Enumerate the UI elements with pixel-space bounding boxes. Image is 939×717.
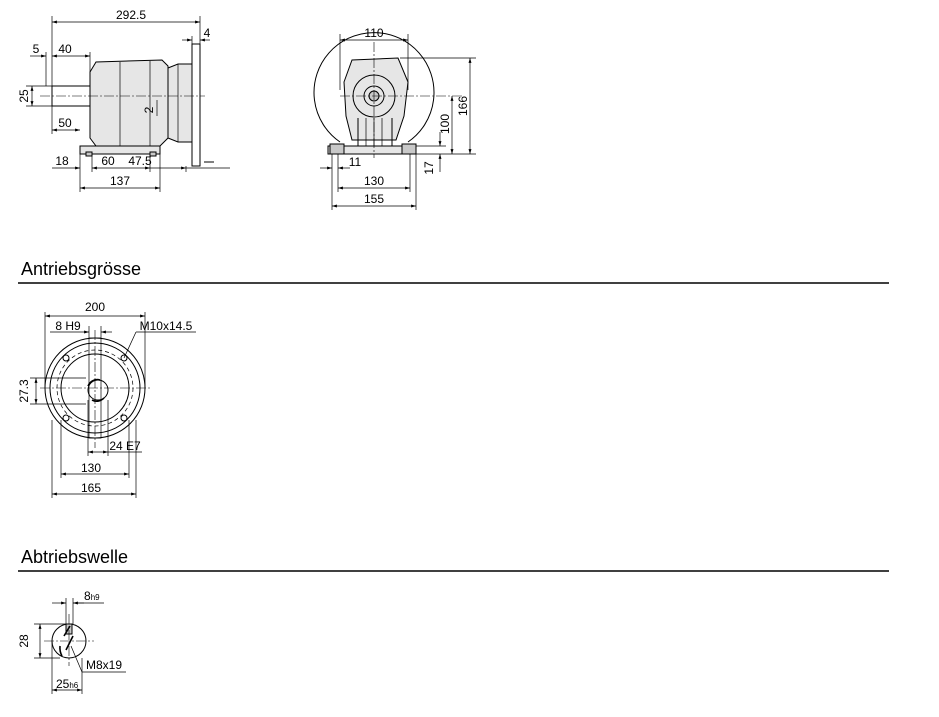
dim-bore: 24 E7 (109, 439, 141, 453)
dim-hole: 11 (349, 155, 362, 169)
dim-output-diameter: 25h6 (56, 677, 79, 691)
dim-key-height: 27.3 (17, 379, 31, 403)
section-title-input: Antriebsgrösse (21, 259, 141, 279)
dim-shaft-diameter: 25 (17, 89, 31, 103)
dim-foot-a: 60 (101, 154, 115, 168)
section-title-output: Abtriebswelle (21, 547, 128, 567)
dim-foot-thickness: 17 (422, 161, 436, 175)
dim-thread: M10x14.5 (140, 319, 193, 333)
bolt-hole (120, 354, 128, 362)
dim-foot-total: 137 (110, 174, 130, 188)
bolt-hole (62, 414, 70, 422)
dim-foot-b: 47.5 (128, 154, 152, 168)
bolt-hole (120, 414, 128, 422)
dim-flange-thickness: 4 (204, 26, 211, 40)
output-flange (191, 43, 201, 167)
dim-shaft-length: 40 (58, 42, 72, 56)
front-view: 110 166 100 17 11 130 155 (313, 26, 476, 210)
dim-output-height: 28 (17, 634, 31, 648)
bolt-hole (62, 354, 70, 362)
dim-foot-edge: 18 (55, 154, 69, 168)
dim-foot-width: 155 (364, 192, 384, 206)
dim-small: 2 (142, 106, 156, 113)
dim-shaft-a: 50 (58, 116, 72, 130)
dim-height-total: 166 (456, 96, 470, 116)
dim-foot-holes: 130 (364, 174, 384, 188)
dim-output-thread: M8x19 (86, 658, 122, 672)
dim-spigot: 130 (81, 461, 101, 475)
dim-top-width: 110 (364, 26, 383, 40)
dim-key-width: 8 H9 (55, 319, 81, 333)
front-flange-outline (313, 32, 435, 143)
dim-flange-outer: 200 (85, 300, 105, 314)
housing (89, 59, 169, 147)
dim-output-key: 8h9 (84, 589, 100, 603)
flange-view: 200 8 H9 M10x14.5 27.3 24 E7 130 165 (17, 300, 196, 498)
side-view: 292.5 4 5 40 25 50 2 18 60 47 (17, 8, 230, 192)
foot (79, 145, 161, 155)
output-shaft-view: 8h9 28 M8x19 25h6 (17, 589, 126, 694)
dim-overall: 292.5 (116, 8, 146, 22)
dim-height-axis: 100 (438, 114, 452, 134)
flange-bore (87, 379, 109, 401)
dim-pcd: 165 (81, 481, 101, 495)
gear-section (167, 63, 193, 143)
dim-shaft-offset: 5 (33, 42, 40, 56)
